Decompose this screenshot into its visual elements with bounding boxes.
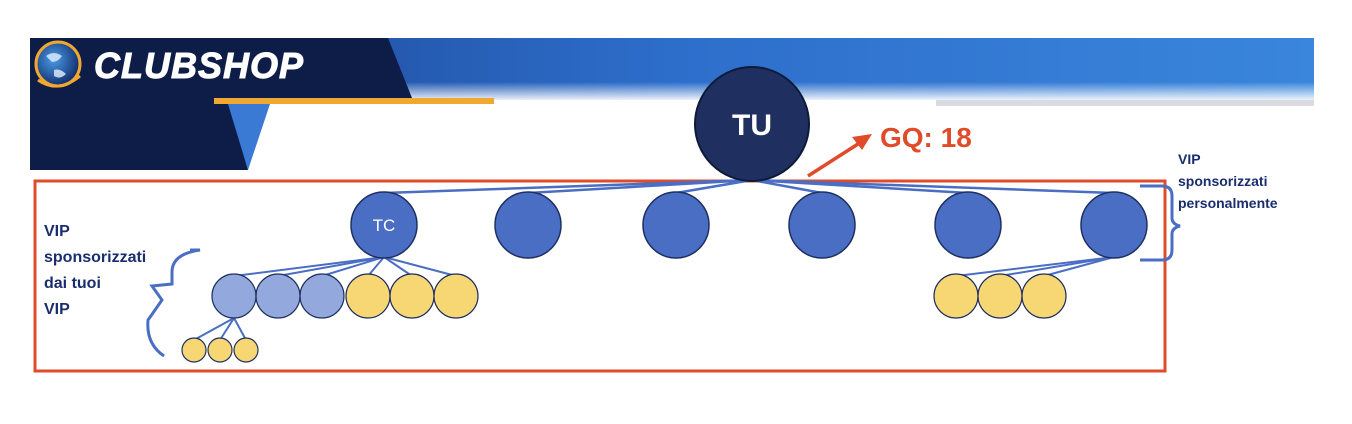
level1-node	[642, 191, 710, 259]
connector-line	[1043, 256, 1115, 277]
tc-connectors	[233, 256, 457, 277]
level2-customer-node	[933, 273, 979, 319]
globe-continents	[46, 53, 66, 78]
level1-node-tc	[350, 191, 418, 259]
connector-line	[367, 256, 385, 277]
globe-swoosh	[37, 74, 81, 88]
level1-node	[934, 191, 1002, 259]
connector-line	[321, 256, 385, 277]
right-annotation: VIP sponsorizzati personalmente	[1178, 151, 1278, 211]
level2-nodes-tc	[211, 273, 479, 319]
header-blue-triangle	[228, 104, 270, 170]
right-annotation-line: sponsorizzati	[1178, 173, 1267, 189]
left-annotation: VIP sponsorizzati dai tuoi VIP	[44, 223, 146, 318]
gq-callout: GQ: 18	[807, 122, 972, 178]
right-annotation-line: VIP	[1178, 151, 1201, 167]
left-annotation-line: VIP	[44, 301, 70, 318]
connector-line	[751, 178, 1115, 195]
connector-line	[751, 178, 823, 195]
connector-line	[277, 256, 385, 277]
level1-node	[1080, 191, 1148, 259]
connector-line	[193, 317, 235, 341]
level3-connectors	[193, 317, 247, 341]
root-node: TU	[694, 66, 810, 182]
level3-nodes	[181, 337, 259, 363]
root-connectors	[383, 178, 1115, 195]
connector-line	[527, 178, 753, 195]
level3-customer-node	[181, 337, 207, 363]
gq-label: GQ: 18	[880, 122, 972, 153]
root-circle	[694, 66, 810, 182]
level1-node	[494, 191, 562, 259]
gq-arrow-head	[852, 134, 872, 150]
level2-customer-node	[977, 273, 1023, 319]
level1-node	[788, 191, 856, 259]
connector-line	[233, 317, 247, 341]
connector-line	[219, 317, 235, 341]
left-brace	[146, 248, 201, 358]
right-customer-nodes	[933, 273, 1067, 319]
right-brace	[1140, 184, 1181, 262]
left-annotation-line: VIP	[44, 223, 70, 240]
connector-line	[233, 256, 385, 277]
header-banner: CLUBSHOP	[30, 38, 1314, 170]
header-gold-stripe	[214, 98, 494, 104]
level2-customer-node	[433, 273, 479, 319]
header-grey-rule	[936, 100, 1314, 106]
left-annotation-line: dai tuoi	[44, 275, 101, 292]
left-annotation-line: sponsorizzati	[44, 249, 146, 266]
root-label: TU	[732, 109, 772, 142]
level3-customer-node	[207, 337, 233, 363]
level2-customer-node	[1021, 273, 1067, 319]
connector-line	[383, 256, 457, 277]
connector-line	[999, 256, 1115, 277]
connector-line	[383, 256, 413, 277]
level2-customer-node	[345, 273, 391, 319]
right-connectors	[955, 256, 1115, 277]
connector-line	[383, 178, 753, 195]
logo-text: CLUBSHOP	[94, 45, 304, 86]
connector-line	[675, 178, 753, 195]
header-dark-panel	[30, 38, 412, 98]
clubshop-logo: CLUBSHOP	[34, 40, 304, 88]
level2-vip-node	[211, 273, 257, 319]
gq-arrow-line	[807, 142, 859, 178]
right-annotation-line: personalmente	[1178, 195, 1278, 211]
level1-nodes: TC	[350, 191, 1148, 259]
connector-line	[955, 256, 1115, 277]
level3-customer-node	[233, 337, 259, 363]
level2-customer-node	[389, 273, 435, 319]
level2-vip-node	[255, 273, 301, 319]
level2-vip-node	[299, 273, 345, 319]
downline-frame	[33, 179, 1167, 373]
header-dark-wedge	[30, 98, 248, 170]
tc-label: TC	[373, 216, 396, 235]
